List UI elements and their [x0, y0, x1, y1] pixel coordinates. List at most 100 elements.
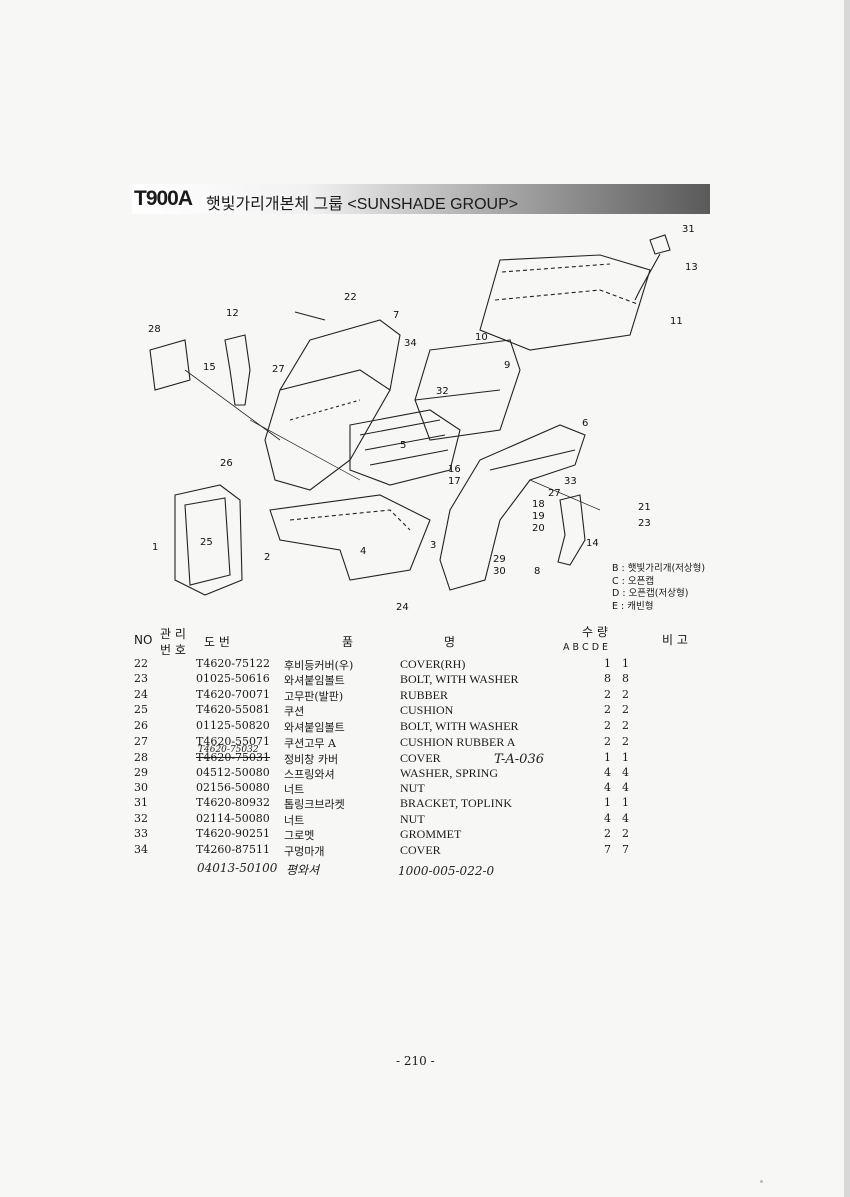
row-name-kr: 그로멧 — [284, 829, 315, 842]
row-qty-d: 7 — [622, 843, 629, 856]
step-plate — [269, 494, 431, 581]
row-qty-c: 2 — [604, 688, 611, 701]
callout: 34 — [404, 338, 417, 349]
row-part-no: 04512-50080 — [196, 766, 270, 779]
row-qty-d: 1 — [622, 796, 629, 809]
row-qty-d: 2 — [622, 719, 629, 732]
row-no: 25 — [134, 703, 148, 716]
row-qty-d: 4 — [622, 781, 629, 794]
row-part-no: 02156-50080 — [196, 781, 270, 794]
callout: 29 — [493, 554, 506, 565]
handwritten-extra-part-no: 04013-50100 — [197, 861, 278, 875]
row-name-en: CUSHION — [400, 703, 454, 717]
row-qty-d: 1 — [622, 751, 629, 764]
row-qty-c: 8 — [604, 672, 611, 685]
callout: 20 — [532, 523, 545, 534]
row-qty-d: 2 — [622, 703, 629, 716]
row-no: 32 — [134, 812, 148, 825]
callout: 33 — [564, 476, 577, 487]
row-qty-d: 2 — [622, 688, 629, 701]
row-name-en: NUT — [400, 812, 425, 826]
callout: 28 — [148, 324, 161, 335]
table-row: 24 T4620-70071 고무판(발판) RUBBER 2 2 — [0, 688, 850, 703]
table-row: 23 01025-50616 와셔붙임볼트 BOLT, WITH WASHER … — [0, 672, 850, 687]
callout: 4 — [360, 546, 366, 557]
col-header-part-no: 도 번 — [204, 635, 230, 649]
fender-right — [439, 424, 586, 591]
callout: 30 — [493, 566, 506, 577]
row-name-kr: 후비등커버(우) — [284, 659, 354, 672]
scan-speck — [760, 1180, 763, 1183]
row-name-en: WASHER, SPRING — [400, 766, 499, 780]
row-qty-c: 7 — [604, 843, 611, 856]
col-header-ref-top: 관 리 — [160, 627, 186, 641]
row-no: 34 — [134, 843, 148, 856]
row-name-kr: 정비창 카버 — [284, 753, 339, 766]
callout-labels: 31 13 11 22 7 28 12 10 34 9 15 27 32 6 2… — [148, 224, 698, 613]
callout: 17 — [448, 476, 461, 487]
row-part-no: T4620-55071 — [196, 735, 271, 748]
row-name-en: BOLT, WITH WASHER — [400, 719, 519, 733]
callout: 12 — [226, 308, 239, 319]
callout: 14 — [586, 538, 599, 549]
table-row: 25 T4620-55081 쿠션 CUSHION 2 2 — [0, 703, 850, 718]
callout: 22 — [344, 292, 357, 303]
row-part-no: T4620-80932 — [196, 796, 271, 809]
row-no: 22 — [134, 657, 148, 670]
table-row: 22 T4620-75122 후비등커버(우) COVER(RH) 1 1 — [0, 657, 850, 672]
callout: 26 — [220, 458, 233, 469]
fender-left — [264, 319, 401, 491]
row-name-en: COVER — [400, 843, 441, 857]
legend-item: B : 햇빛가리개(저상형) — [612, 563, 706, 574]
row-qty-c: 2 — [604, 703, 611, 716]
roof-panel — [479, 254, 651, 351]
callout: 25 — [200, 537, 213, 548]
table-row: 31 T4620-80932 톱링크브라켓 BRACKET, TOPLINK 1… — [0, 796, 850, 811]
row-name-en: COVER — [400, 751, 441, 765]
table-row: 27 T4620-55071 쿠션고무 A CUSHION RUBBER A 2… — [0, 735, 850, 750]
row-part-no: 01025-50616 — [196, 672, 270, 685]
bracket-15 — [224, 334, 251, 406]
row-qty-d: 2 — [622, 735, 629, 748]
row-name-kr: 고무판(발판) — [284, 690, 344, 703]
row-name-en: COVER(RH) — [400, 657, 466, 671]
panel-9 — [414, 339, 521, 441]
model-label: T900A — [134, 187, 193, 210]
cover-28 — [149, 339, 191, 391]
callout: 7 — [393, 310, 399, 321]
handwritten-note: T-A-036 — [494, 752, 544, 767]
row-no: 26 — [134, 719, 148, 732]
legend-item: C : 오픈캡 — [612, 575, 655, 587]
col-header-ref-bottom: 번 호 — [160, 643, 186, 657]
row-name-kr: 쿠션 — [284, 705, 305, 718]
callout: 16 — [448, 464, 461, 475]
row-qty-c: 2 — [604, 735, 611, 748]
row-qty-c: 4 — [604, 781, 611, 794]
callout: 5 — [400, 440, 406, 451]
row-name-kr: 와셔붙임볼트 — [284, 674, 345, 687]
title-band — [132, 184, 710, 214]
callout: 9 — [504, 360, 510, 371]
row-part-no: 02114-50080 — [196, 812, 270, 825]
rod-22 — [294, 311, 326, 321]
callout: 24 — [396, 602, 409, 613]
row-part-no: T4620-70071 — [196, 688, 271, 701]
row-part-no: T4620-75031 — [196, 751, 271, 764]
row-no: 31 — [134, 796, 148, 809]
row-name-en: BRACKET, TOPLINK — [400, 796, 513, 810]
handwritten-part-correction: T4620-75032 — [198, 745, 259, 755]
callout: 23 — [638, 518, 651, 529]
handwritten-extra-name: 평와셔 — [286, 863, 320, 877]
table-row: 29 04512-50080 스프링와셔 WASHER, SPRING 4 4 — [0, 766, 850, 781]
row-name-kr: 스프링와셔 — [284, 768, 335, 781]
legend-item: D : 오픈캡(저상형) — [612, 588, 689, 599]
row-qty-c: 1 — [604, 751, 611, 764]
callout: 19 — [532, 511, 545, 522]
col-header-no: NO — [134, 633, 153, 647]
row-no: 23 — [134, 672, 148, 685]
floor-5 — [349, 409, 461, 486]
callout: 10 — [475, 332, 488, 343]
toplink-bracket — [649, 234, 671, 255]
row-name-kr: 너트 — [284, 814, 305, 827]
